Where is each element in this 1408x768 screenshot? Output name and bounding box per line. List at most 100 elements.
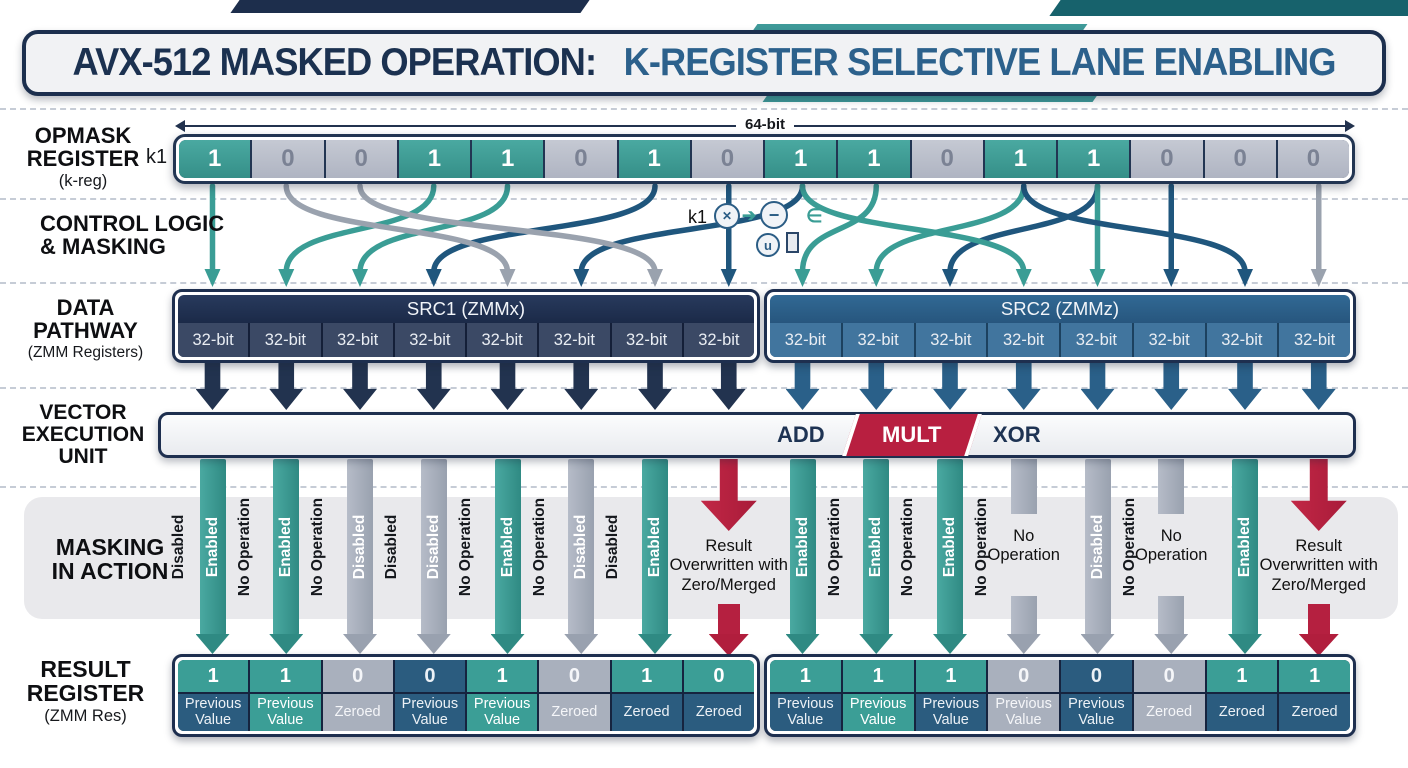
wire-arrowhead-icon — [1015, 269, 1032, 287]
lane-cell: 32-bit — [1061, 323, 1132, 357]
arrow-right-icon — [1345, 120, 1355, 132]
masking-bar-enabled — [789, 459, 816, 635]
result-overwrite-arrowhead-icon — [708, 634, 749, 656]
dashed-divider — [0, 486, 1408, 488]
control-wiring — [204, 184, 1327, 287]
lane-cell: 32-bit — [915, 323, 987, 357]
title-part2: K-REGISTER SELECTIVE LANE ENABLING — [623, 41, 1337, 84]
result-status: Previous Value — [1061, 694, 1132, 731]
opmask-bit-7: 0 — [691, 140, 763, 178]
masking-side-label: No Operation — [825, 497, 843, 597]
lane-cell: 32-bit — [770, 323, 841, 357]
result-bit: 1 — [178, 660, 249, 692]
masking-bar-disabled — [420, 459, 447, 635]
label-control-logic: CONTROL LOGIC & MASKING — [40, 211, 250, 259]
result-status: Zeroed — [1133, 694, 1205, 731]
masking-bar-label: Disabled — [424, 514, 442, 580]
result-status: Previous Value — [842, 694, 914, 731]
result-overwrite-caption: Result Overwritten with Zero/Merged — [1259, 537, 1378, 594]
lane-cell: 32-bit — [394, 323, 465, 357]
masking-bar-segment — [1010, 596, 1037, 634]
label-masking-line1: MASKING — [55, 534, 165, 560]
masking-bar-disabled — [568, 459, 595, 635]
masking-arrowhead-icon — [785, 634, 820, 654]
opmask-bit-3: 1 — [398, 140, 470, 178]
label-opmask-register: OPMASK REGISTER (k-reg) — [8, 124, 158, 190]
deco-strip-top-right — [1049, 0, 1408, 16]
wire-arrowhead-icon — [1310, 269, 1327, 287]
lane-cell: 32-bit — [683, 323, 754, 357]
wire-arrowhead-icon — [1163, 269, 1180, 287]
masking-side-label: No Operation — [456, 497, 474, 597]
wire-arrowhead-icon — [352, 269, 368, 287]
control-wire-9 — [873, 184, 1027, 275]
masking-bar-segment — [1158, 596, 1185, 634]
masking-arrowhead-icon — [1080, 634, 1115, 654]
masking-bar-label: Enabled — [277, 516, 295, 578]
masking-arrowhead-icon — [1228, 634, 1262, 654]
opmask-bit-13: 0 — [1131, 140, 1203, 178]
label-control-line1: CONTROL LOGIC — [40, 211, 225, 236]
lane-cell: 32-bit — [1206, 323, 1278, 357]
result-status: Zeroed — [1206, 694, 1278, 731]
label-masking-in-action: MASKING IN ACTION — [30, 534, 190, 584]
wire-arrowhead-icon — [720, 269, 737, 287]
lane-cell: 32-bit — [611, 323, 682, 357]
result-bit: 0 — [394, 660, 465, 692]
opmask-bit-5: 0 — [545, 140, 617, 178]
union-icon: u — [756, 233, 780, 257]
opmask-bit-11: 1 — [984, 140, 1056, 178]
result-bit: 1 — [1206, 660, 1278, 692]
element-of-icon: ∈ — [806, 206, 823, 227]
result-status: Zeroed — [539, 694, 610, 731]
result-status: Zeroed — [322, 694, 393, 731]
control-wire-3 — [431, 184, 658, 275]
masking-side-label: No Operation — [309, 497, 327, 597]
masking-bar-enabled — [642, 459, 668, 635]
label-exec-line3: UNIT — [58, 444, 108, 468]
masking-bar-label: Enabled — [646, 516, 663, 578]
masking-bar-segment — [1010, 459, 1037, 514]
control-wire-5 — [578, 184, 806, 275]
result-bit: 0 — [1133, 660, 1205, 692]
result-bit: 1 — [611, 660, 682, 692]
masking-bar-label: Enabled — [867, 516, 885, 578]
op-xor: XOR — [993, 422, 1041, 447]
wire-arrowhead-icon — [868, 269, 885, 287]
masking-side-label: Disabled — [604, 514, 622, 580]
masking-arrowhead-icon — [343, 634, 377, 654]
label-datapath-line2: PATHWAY — [33, 317, 138, 343]
wire-arrowhead-icon — [499, 269, 516, 287]
label-result-register: RESULT REGISTER (ZMM Res) — [8, 657, 163, 725]
masking-bar-disabled — [1084, 459, 1111, 635]
opmask-bit-2: 0 — [325, 140, 397, 178]
lane-cell: 32-bit — [467, 323, 538, 357]
opmask-bit-14: 0 — [1204, 140, 1276, 178]
masking-bar-label: Enabled — [1236, 516, 1253, 578]
opmask-bit-0: 1 — [179, 140, 251, 178]
result-status: Previous Value — [467, 694, 538, 731]
opmask-bit-8: 1 — [765, 140, 837, 178]
masking-no-operation-caption: No Operation — [1135, 527, 1208, 565]
result-bit: 1 — [842, 660, 914, 692]
opmask-bit-1: 0 — [252, 140, 324, 178]
opmask-bit-4: 1 — [472, 140, 544, 178]
control-wire-4 — [283, 184, 511, 275]
masking-arrowhead-icon — [933, 634, 967, 654]
masking-bar-label: Disabled — [351, 514, 368, 580]
masking-arrowhead-icon — [269, 634, 304, 654]
control-wire-11 — [799, 184, 1027, 275]
label-result-sub: (ZMM Res) — [44, 706, 127, 725]
wire-arrowhead-icon — [204, 269, 221, 287]
wire-arrowhead-icon — [1089, 269, 1106, 287]
result-bit: 1 — [1279, 660, 1350, 692]
